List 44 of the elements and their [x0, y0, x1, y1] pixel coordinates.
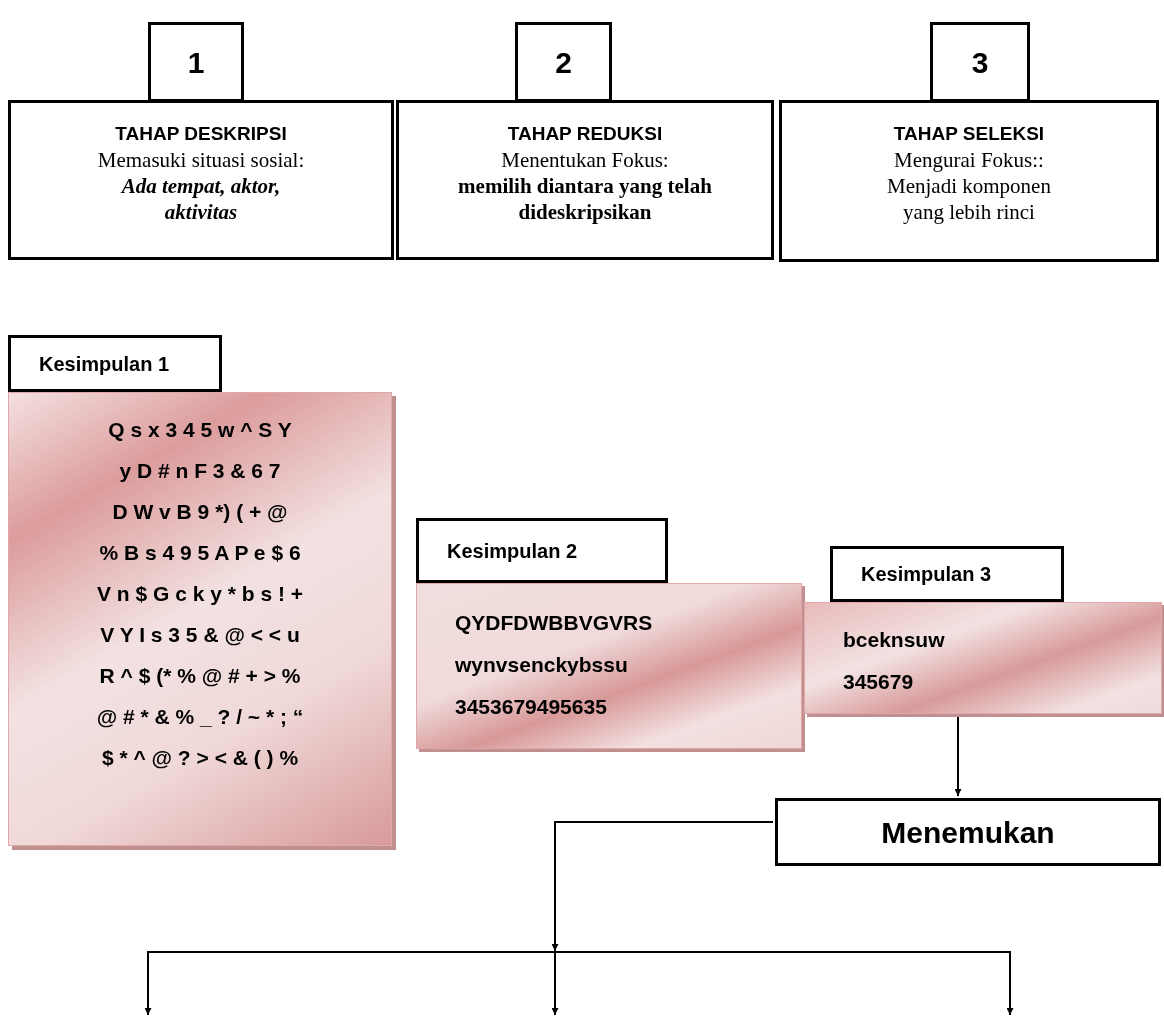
- conclusion-line: D W v B 9 *) ( + @: [112, 499, 288, 525]
- connector-arrow: [554, 821, 1014, 1016]
- conclusion-line: y D # n F 3 & 6 7: [119, 458, 281, 484]
- step-number: 1: [187, 44, 205, 81]
- conclusion-panel: [804, 602, 1162, 714]
- stage-box: [396, 100, 774, 260]
- result-label: Menemukan: [881, 814, 1055, 851]
- conclusion-tab: [8, 335, 222, 392]
- conclusion-line: V Y I s 3 5 & @ < < u: [100, 622, 300, 648]
- stage-title: TAHAP DESKRIPSI: [115, 122, 287, 146]
- conclusion-line: % B s 4 9 5 A P e $ 6: [99, 540, 301, 566]
- conclusion-title: Kesimpulan 3: [861, 562, 992, 587]
- step-number: 3: [971, 44, 989, 81]
- conclusion-title: Kesimpulan 1: [39, 351, 170, 377]
- conclusion-line: QYDFDWBBVGVRS: [455, 610, 653, 636]
- stage-title: TAHAP SELEKSI: [893, 122, 1045, 146]
- connector-arrow: [954, 714, 962, 797]
- conclusion-tab: [830, 546, 1064, 602]
- conclusion-title: Kesimpulan 2: [447, 538, 578, 564]
- stage-description: Ada tempat, aktor, aktivitas: [119, 173, 282, 225]
- step-number-box: [515, 22, 612, 102]
- conclusion-line: @ # * & % _ ? / ~ * ; “: [96, 704, 304, 730]
- conclusion-line: R ^ $ (* % @ # + > %: [99, 663, 301, 689]
- stage-box: [8, 100, 394, 260]
- conclusion-line: Q s x 3 4 5 w ^ S Y: [108, 417, 292, 443]
- stage-title: TAHAP REDUKSI: [507, 122, 663, 146]
- result-box: [775, 798, 1161, 866]
- conclusion-panel: [416, 583, 802, 749]
- stage-description: Memasuki situasi sosial:: [97, 147, 305, 173]
- conclusion-line: 3453679495635: [455, 694, 607, 720]
- conclusion-line: wynvsenckybssu: [455, 652, 628, 678]
- step-number: 2: [555, 44, 572, 81]
- conclusion-tab: [416, 518, 668, 583]
- conclusion-line: 345679: [843, 669, 914, 695]
- stage-description: memilih diantara yang telah dideskripsikan: [457, 173, 713, 225]
- stage-description: Mengurai Fokus::: [894, 147, 1044, 173]
- stage-description: Menentukan Fokus:: [501, 147, 669, 173]
- step-number-box: [148, 22, 244, 102]
- step-number-box: [930, 22, 1030, 102]
- stage-description: Menjadi komponen yang lebih rinci: [886, 173, 1052, 225]
- stage-box: [779, 100, 1159, 262]
- conclusion-line: $ * ^ @ ? > < & ( ) %: [101, 745, 299, 771]
- conclusion-line: V n $ G c k y * b s ! +: [97, 581, 303, 607]
- conclusion-line: bceknsuw: [843, 627, 945, 653]
